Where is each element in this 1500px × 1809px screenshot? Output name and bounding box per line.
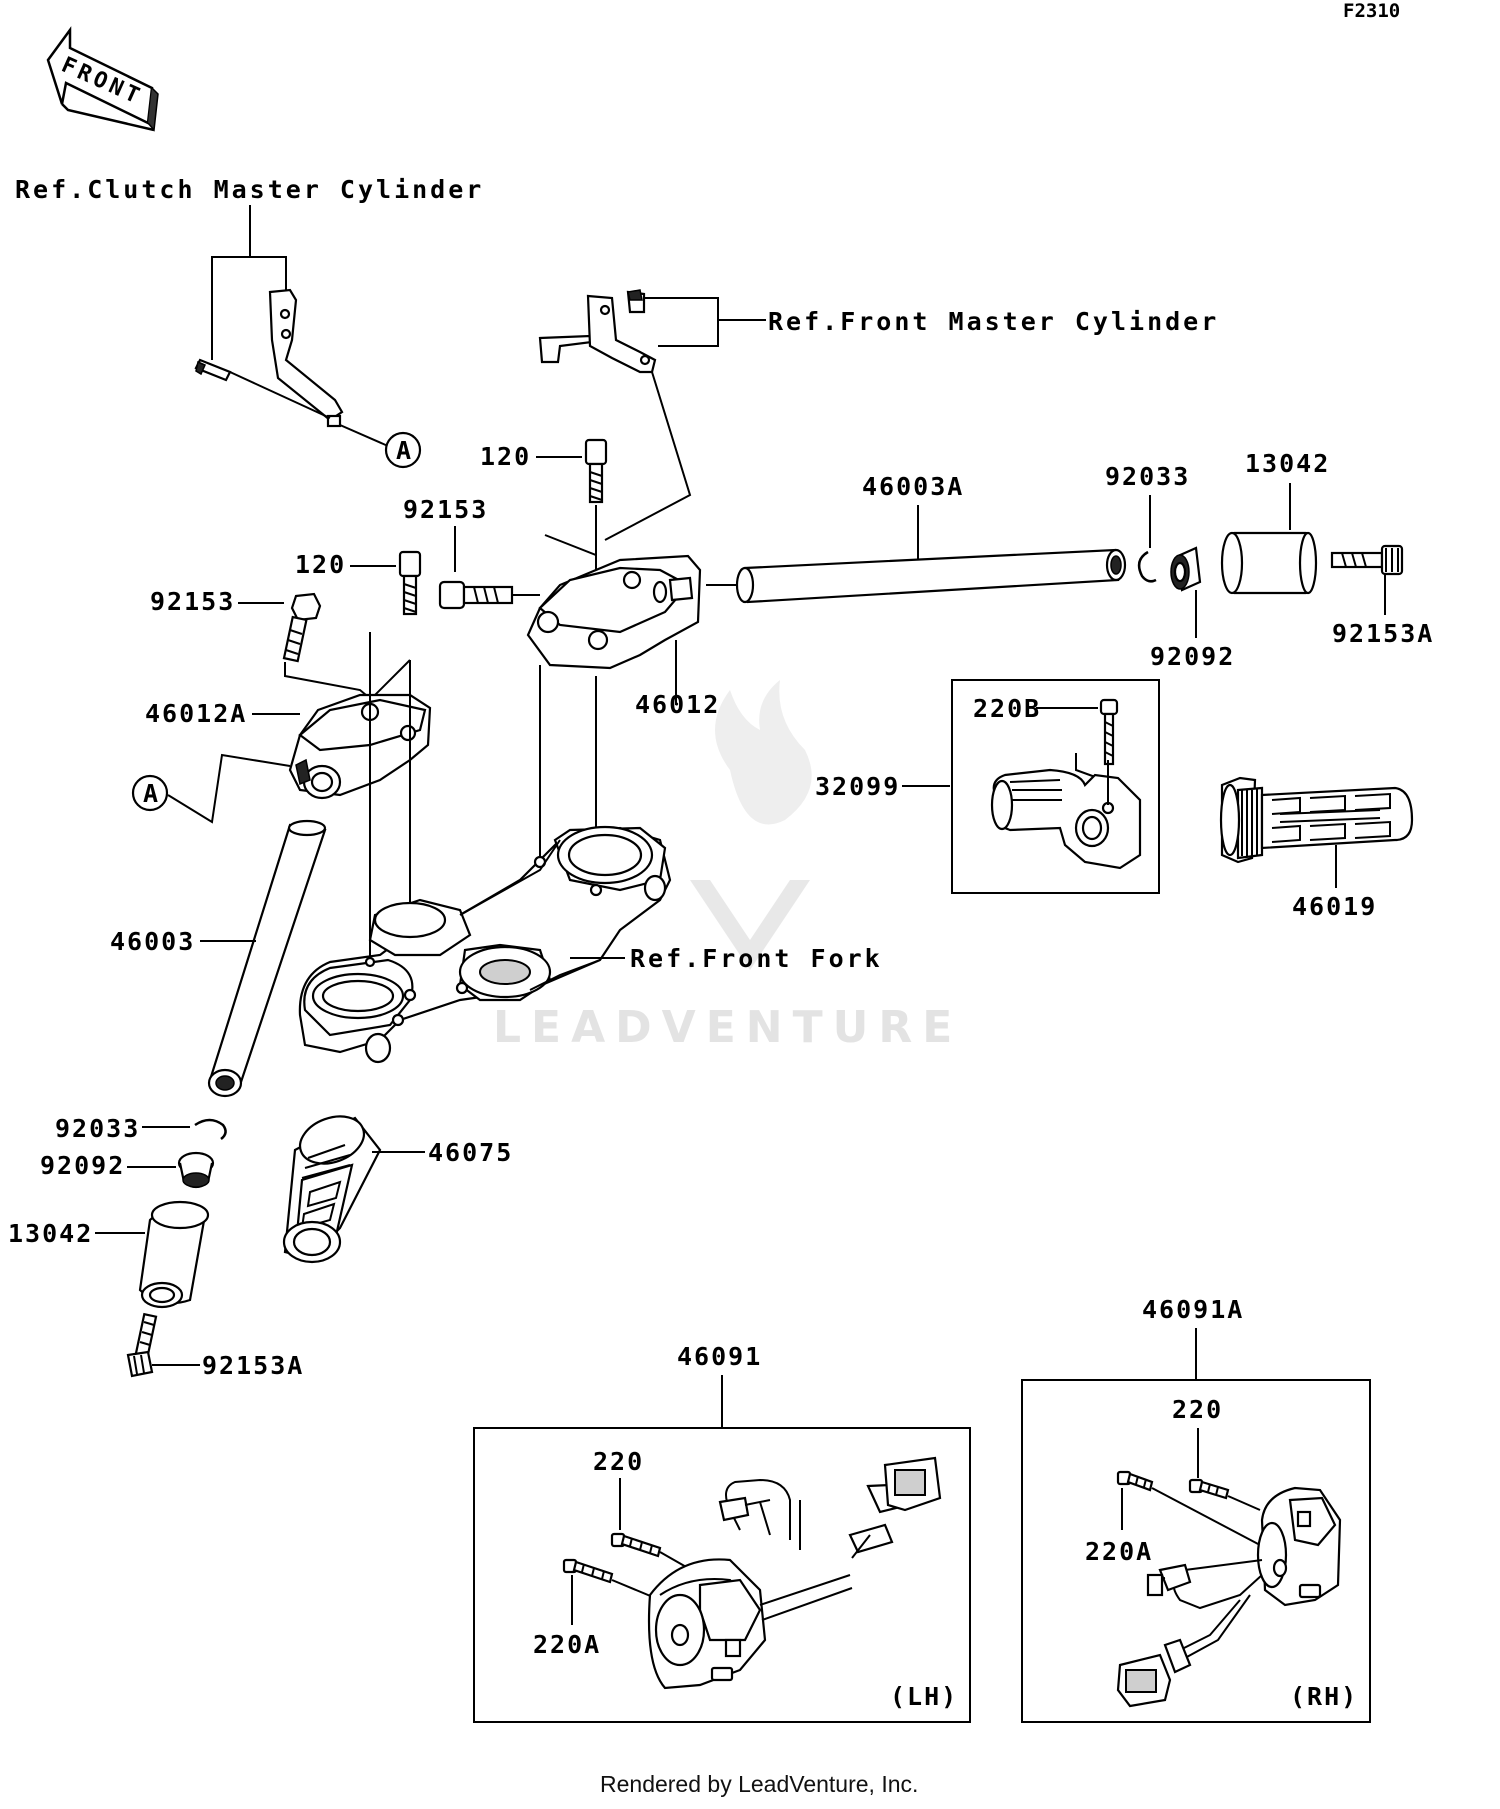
- rh-switch-box: [1021, 1379, 1371, 1723]
- bushing-92092-left: [177, 1151, 215, 1189]
- part-label-32099: 32099: [815, 772, 900, 801]
- front-master-cylinder-bracket: [538, 289, 766, 541]
- part-label-120-upper: 120: [480, 442, 531, 471]
- part-label-220B: 220B: [973, 694, 1041, 723]
- bolt-92153A-right: [1330, 544, 1404, 576]
- connector-a-circle-top: [384, 431, 422, 469]
- circlip-92033-right: [1137, 550, 1157, 583]
- handlebar-46003: [207, 819, 327, 1098]
- ref-front-master-cylinder: Ref.Front Master Cylinder: [768, 307, 1219, 336]
- screw-220-lh: [610, 1532, 662, 1558]
- part-label-46019: 46019: [1292, 892, 1377, 921]
- part-label-92033-right: 92033: [1105, 462, 1190, 491]
- ref-clutch-master-cylinder: Ref.Clutch Master Cylinder: [15, 175, 484, 204]
- bar-end-weight-13042-right: [1220, 531, 1318, 595]
- bolt-120-lower: [398, 550, 422, 616]
- part-label-92033-left: 92033: [55, 1114, 140, 1143]
- part-label-46012: 46012: [635, 690, 720, 719]
- part-label-220-rh: 220: [1172, 1395, 1223, 1424]
- clamp-46012A: [288, 632, 432, 800]
- screw-220A-rh: [1116, 1470, 1154, 1492]
- part-label-92153A-right: 92153A: [1332, 619, 1434, 648]
- bolt-92153-lower: [282, 592, 322, 663]
- part-label-92092-right: 92092: [1150, 642, 1235, 671]
- lh-switch-box: [473, 1427, 971, 1723]
- part-label-120-lower: 120: [295, 550, 346, 579]
- part-label-46012A: 46012A: [145, 699, 247, 728]
- bolt-120-upper: [584, 438, 608, 504]
- part-label-46091A: 46091A: [1142, 1295, 1244, 1324]
- rh-side-label: (RH): [1290, 1682, 1358, 1711]
- part-label-46091: 46091: [677, 1342, 762, 1371]
- connector-a-circle-lower: [131, 774, 169, 812]
- part-label-13042-left: 13042: [8, 1219, 93, 1248]
- right-switch-housing: [1116, 1486, 1342, 1708]
- screw-220-rh: [1188, 1478, 1230, 1500]
- screw-220A-lh: [562, 1558, 614, 1584]
- figure-code: F2310: [1343, 0, 1400, 22]
- part-label-46075: 46075: [428, 1138, 513, 1167]
- part-label-13042-right: 13042: [1245, 449, 1330, 478]
- triple-clamp: [298, 632, 672, 1064]
- part-label-92153-upper: 92153: [403, 495, 488, 524]
- throttle-assembly-box: [951, 679, 1160, 894]
- part-label-46003A: 46003A: [862, 472, 964, 501]
- watermark: LEADVENTURE: [493, 680, 962, 1053]
- ref-front-fork: Ref.Front Fork: [630, 944, 883, 973]
- footer-credit: Rendered by LeadVenture, Inc.: [600, 1771, 918, 1797]
- part-label-92092-left: 92092: [40, 1151, 125, 1180]
- part-label-220-lh: 220: [593, 1447, 644, 1476]
- connector-a-label-lower: A: [143, 779, 160, 808]
- front-direction-arrow-icon: FRONT: [46, 26, 159, 132]
- bar-end-weight-13042-left: [138, 1200, 210, 1309]
- lh-side-label: (LH): [890, 1682, 958, 1711]
- part-label-220A-lh: 220A: [533, 1630, 601, 1659]
- left-switch-housing: [647, 1456, 942, 1690]
- connector-a-label-top: A: [396, 436, 413, 465]
- grip-46075: [282, 1115, 382, 1264]
- part-label-220A-rh: 220A: [1085, 1537, 1153, 1566]
- bushing-92092-right: [1170, 546, 1202, 592]
- part-label-92153A-left: 92153A: [202, 1351, 304, 1380]
- part-label-46003: 46003: [110, 927, 195, 956]
- part-label-92153-lower: 92153: [150, 587, 235, 616]
- circlip-92033-left: [194, 1118, 227, 1140]
- clamp-46012: [526, 505, 702, 705]
- bolt-92153A-left: [126, 1312, 158, 1378]
- throttle-grip-sleeve-32099: [990, 753, 1142, 870]
- watermark-text: LEADVENTURE: [493, 1002, 962, 1053]
- handlebar-46003A: [735, 548, 1127, 604]
- bolt-92153-horizontal: [438, 580, 514, 610]
- screw-220B: [1099, 698, 1119, 766]
- clutch-master-cylinder-bracket: A: [194, 205, 422, 469]
- grip-46019: [1219, 776, 1414, 864]
